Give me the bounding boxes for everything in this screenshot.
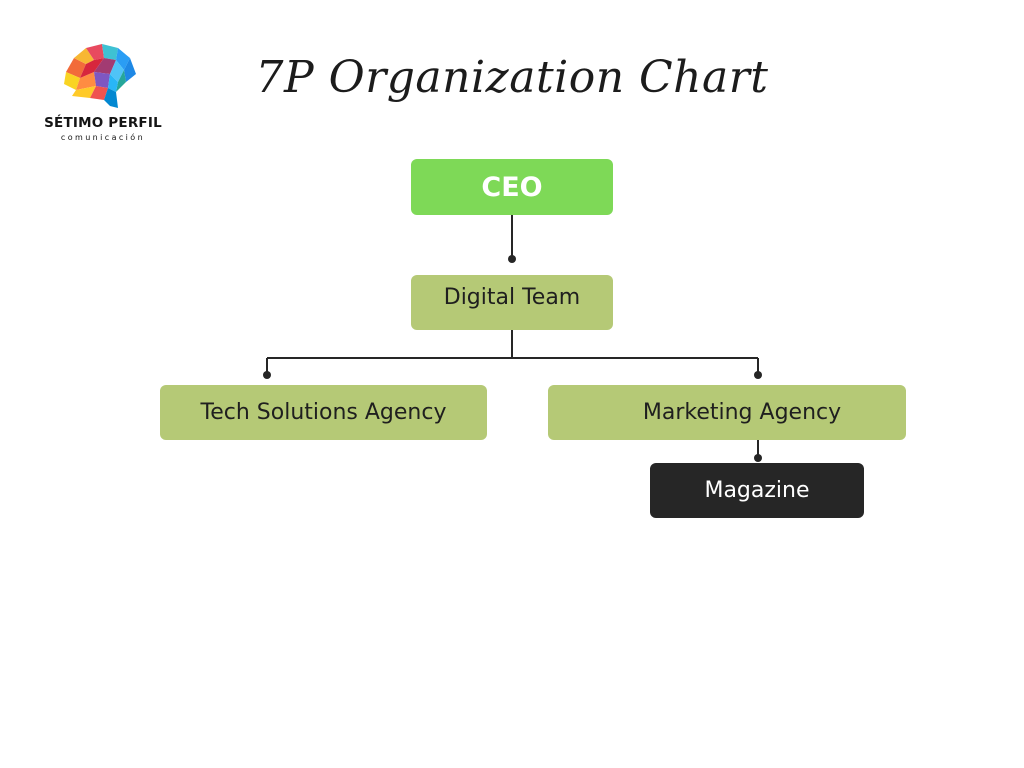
node-ceo[interactable]: CEO xyxy=(411,159,613,215)
node-ceo-label: CEO xyxy=(481,171,543,203)
node-magazine[interactable]: Magazine xyxy=(650,463,864,518)
node-magazine-label: Magazine xyxy=(704,478,810,503)
node-tech-solutions-label: Tech Solutions Agency xyxy=(200,400,447,425)
connector-dot-tech xyxy=(263,371,271,379)
node-digital-team-label: Digital Team xyxy=(443,285,581,310)
logo-tagline: comunicación xyxy=(60,133,146,142)
logo-company-name: SÉTIMO PERFIL xyxy=(44,115,162,131)
connector-dot-magazine xyxy=(754,454,762,462)
company-logo: SÉTIMO PERFIL comunicación xyxy=(38,42,168,146)
node-tech-solutions-agency[interactable]: Tech Solutions Agency xyxy=(160,385,487,440)
chart-title: 7P Organization Chart xyxy=(255,52,769,103)
brain-logo-icon xyxy=(64,44,136,108)
node-digital-team[interactable]: Digital Team xyxy=(411,275,613,330)
connector-dot-digital xyxy=(508,255,516,263)
connector-dot-marketing xyxy=(754,371,762,379)
node-marketing-agency[interactable]: Marketing Agency xyxy=(548,385,906,440)
node-marketing-label: Marketing Agency xyxy=(642,400,842,425)
